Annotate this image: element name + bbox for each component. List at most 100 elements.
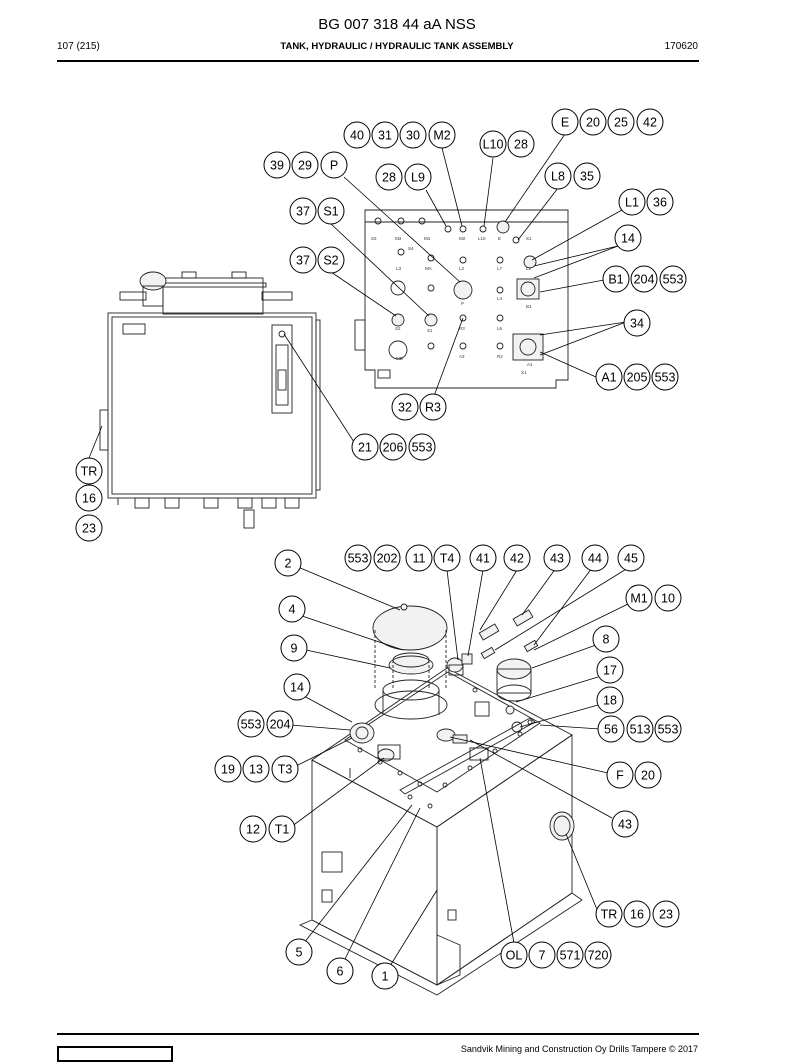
section-title: TANK, HYDRAULIC / HYDRAULIC TANK ASSEMBL… bbox=[280, 41, 514, 52]
callout-balloon-12: 12 bbox=[239, 815, 267, 843]
balloon-label: 45 bbox=[624, 552, 638, 566]
balloon-circle bbox=[237, 710, 265, 738]
footer-copyright: Sandvik Mining and Construction Oy Drill… bbox=[460, 1044, 698, 1054]
balloon-circle bbox=[507, 130, 535, 158]
balloon-circle bbox=[391, 393, 419, 421]
port-label: R2 bbox=[497, 354, 503, 359]
sandvik-logo bbox=[57, 1046, 173, 1062]
callout-balloon-4: 4 bbox=[278, 595, 306, 623]
callout-balloon-1: 1 bbox=[371, 962, 399, 990]
callout-balloon-42b: 42 bbox=[503, 544, 531, 572]
balloon-circle bbox=[280, 634, 308, 662]
balloon-circle bbox=[626, 715, 654, 743]
balloon-circle bbox=[214, 755, 242, 783]
balloon-label: T3 bbox=[278, 763, 293, 777]
callout-balloon-32: 32 bbox=[391, 393, 419, 421]
callout-balloon-29: 29 bbox=[291, 151, 319, 179]
balloon-circle bbox=[623, 900, 651, 928]
balloon-circle bbox=[404, 163, 432, 191]
balloon-circle bbox=[602, 265, 630, 293]
balloon-circle bbox=[317, 197, 345, 225]
balloon-circle bbox=[623, 309, 651, 337]
balloon-label: 553 bbox=[348, 552, 369, 566]
callout-balloon-30: 30 bbox=[399, 121, 427, 149]
callout-balloon-17: 17 bbox=[596, 656, 624, 684]
balloon-label: TR bbox=[81, 465, 98, 479]
balloon-circle bbox=[597, 715, 625, 743]
balloon-circle bbox=[617, 544, 645, 572]
callout-balloon-553c: 553 bbox=[408, 433, 436, 461]
balloon-label: 25 bbox=[614, 116, 628, 130]
balloon-label: L10 bbox=[483, 138, 504, 152]
balloon-label: 720 bbox=[588, 949, 609, 963]
balloon-label: 8 bbox=[603, 633, 610, 647]
port-label: S1 bbox=[427, 328, 433, 333]
callout-balloon-21: 21 bbox=[351, 433, 379, 461]
callout-balloon-31: 31 bbox=[371, 121, 399, 149]
balloon-label: 34 bbox=[630, 317, 644, 331]
balloon-label: 42 bbox=[643, 116, 657, 130]
balloon-circle bbox=[596, 656, 624, 684]
port-label: MA bbox=[425, 266, 432, 271]
balloon-circle bbox=[607, 108, 635, 136]
balloon-label: L8 bbox=[551, 170, 565, 184]
balloon-label: M1 bbox=[630, 592, 647, 606]
callout-balloon-5: 5 bbox=[285, 938, 313, 966]
balloon-circle bbox=[289, 246, 317, 274]
header-rule bbox=[57, 60, 699, 62]
callout-balloon-s2: S2 bbox=[317, 246, 345, 274]
balloon-label: 30 bbox=[406, 129, 420, 143]
balloon-circle bbox=[289, 197, 317, 225]
balloon-label: TR bbox=[601, 908, 618, 922]
callout-balloon-l10: L10 bbox=[479, 130, 507, 158]
balloon-circle bbox=[544, 162, 572, 190]
balloon-label: 20 bbox=[586, 116, 600, 130]
balloon-label: 17 bbox=[603, 664, 617, 678]
balloon-circle bbox=[556, 941, 584, 969]
balloon-label: 41 bbox=[476, 552, 490, 566]
balloon-label: 23 bbox=[82, 522, 96, 536]
balloon-label: 10 bbox=[661, 592, 675, 606]
port-label: L6 bbox=[497, 326, 503, 331]
balloon-circle bbox=[419, 393, 447, 421]
balloon-label: 6 bbox=[337, 965, 344, 979]
callout-balloon-45: 45 bbox=[617, 544, 645, 572]
port-label: M3 bbox=[395, 236, 402, 241]
callout-balloon-43b: 43 bbox=[611, 810, 639, 838]
balloon-circle bbox=[654, 584, 682, 612]
balloon-circle bbox=[528, 941, 556, 969]
port-label: L10 bbox=[478, 236, 486, 241]
callout-balloon-11: 11 bbox=[405, 544, 433, 572]
balloon-label: L9 bbox=[411, 171, 425, 185]
balloon-label: 43 bbox=[550, 552, 564, 566]
balloon-label: S1 bbox=[323, 205, 338, 219]
callout-balloon-2: 2 bbox=[274, 549, 302, 577]
balloon-label: 23 bbox=[659, 908, 673, 922]
port-label: S1 bbox=[526, 236, 532, 241]
callout-balloon-553a: 553 bbox=[659, 265, 687, 293]
callout-balloon-10: 10 bbox=[654, 584, 682, 612]
balloon-circle bbox=[371, 121, 399, 149]
balloon-label: 11 bbox=[413, 552, 426, 566]
callout-balloon-41: 41 bbox=[469, 544, 497, 572]
balloon-circle bbox=[428, 121, 456, 149]
balloon-circle bbox=[503, 544, 531, 572]
port-label: M2 bbox=[459, 236, 466, 241]
balloon-label: 553 bbox=[663, 273, 684, 287]
balloon-circle bbox=[271, 755, 299, 783]
callout-balloon-13: 13 bbox=[242, 755, 270, 783]
balloon-label: 553 bbox=[412, 441, 433, 455]
balloon-circle bbox=[379, 433, 407, 461]
balloon-label: 16 bbox=[82, 492, 96, 506]
balloon-circle bbox=[623, 363, 651, 391]
callout-balloon-e: E bbox=[551, 108, 579, 136]
balloon-label: 2 bbox=[285, 557, 292, 571]
balloon-label: 14 bbox=[290, 681, 304, 695]
callout-balloon-553f: 553 bbox=[654, 715, 682, 743]
balloon-label: 28 bbox=[382, 171, 396, 185]
callout-balloon-f: F bbox=[606, 761, 634, 789]
balloon-circle bbox=[634, 761, 662, 789]
balloon-circle bbox=[344, 544, 372, 572]
page-number: 107 (215) bbox=[57, 41, 100, 52]
